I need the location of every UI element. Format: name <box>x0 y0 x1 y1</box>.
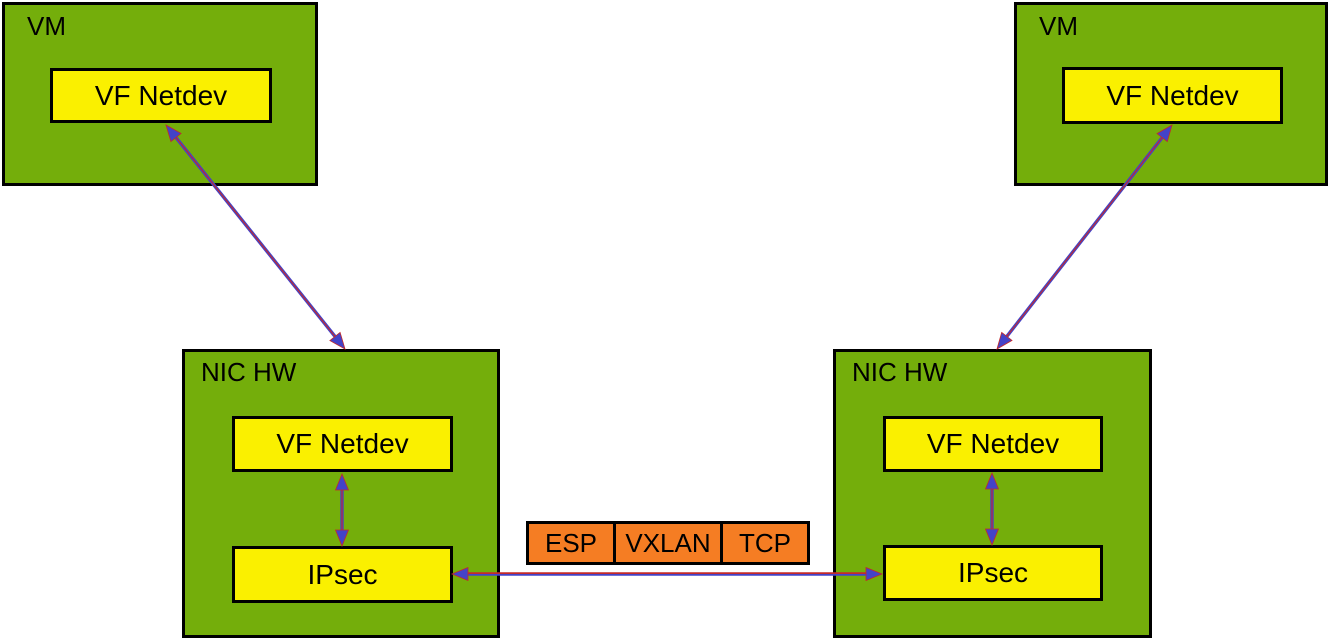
nic-left-vf-netdev-box: VF Netdev <box>232 416 453 472</box>
nic-right-title: NIC HW <box>852 357 948 387</box>
nic-right-ipsec-label: IPsec <box>957 557 1029 588</box>
nic-right-ipsec-box: IPsec <box>883 545 1103 601</box>
arrow-ipsec-tunnel <box>450 566 884 582</box>
packet-segment-tcp: TCP <box>720 521 810 565</box>
vm-right-vf-netdev-label: VF Netdev <box>1106 79 1239 111</box>
nic-left-ipsec-label: IPsec <box>307 558 378 590</box>
nic-right-vf-netdev-box: VF Netdev <box>883 416 1103 472</box>
nic-left-title: NIC HW <box>201 357 297 387</box>
nic-left-vf-netdev-label: VF Netdev <box>276 428 409 459</box>
vm-left-title: VM <box>27 11 66 41</box>
packet-tcp-label: TCP <box>739 527 791 558</box>
vm-right-vf-netdev-box: VF Netdev <box>1062 67 1283 124</box>
packet-segment-vxlan: VXLAN <box>613 521 723 565</box>
vm-right-title: VM <box>1039 11 1078 41</box>
vm-left-vf-netdev-box: VF Netdev <box>50 68 272 123</box>
packet-segment-esp: ESP <box>526 521 616 565</box>
packet-vxlan-label: VXLAN <box>625 527 711 558</box>
vm-left-vf-netdev-label: VF Netdev <box>94 79 228 111</box>
packet-esp-label: ESP <box>544 527 598 558</box>
nic-right-vf-netdev-label: VF Netdev <box>926 428 1060 459</box>
nic-left-ipsec-box: IPsec <box>232 546 453 603</box>
